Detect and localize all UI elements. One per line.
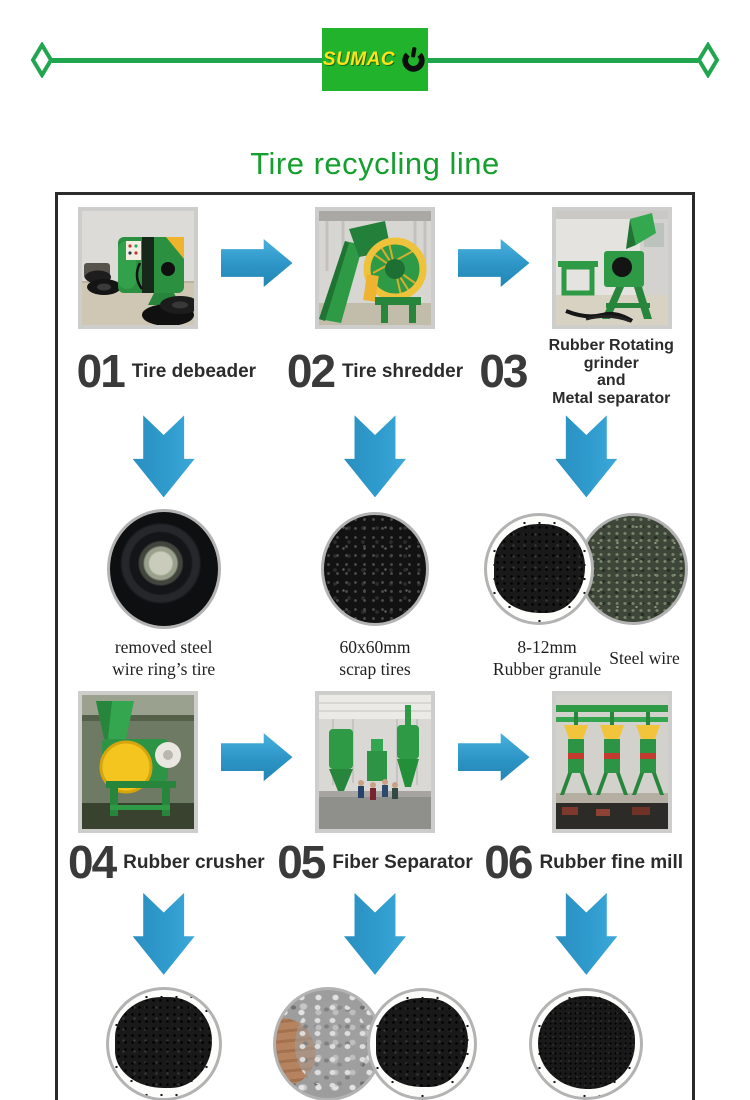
rubber-granule-photo bbox=[484, 513, 595, 626]
down-arrow-icon bbox=[343, 892, 406, 975]
down-arrows-row-1 bbox=[58, 407, 692, 499]
tire-shredder-photo bbox=[315, 207, 435, 329]
machines-row-1 bbox=[58, 207, 692, 329]
tire-shredder-illustration bbox=[319, 211, 431, 325]
step-number: 03 bbox=[479, 345, 528, 398]
step-number: 04 bbox=[68, 836, 117, 889]
product-caption: 8-12mm Rubber granule bbox=[492, 637, 602, 680]
fiber-separator-illustration bbox=[319, 695, 431, 830]
powder-pile bbox=[537, 996, 635, 1090]
labels-row-2: 04 Rubber crusher 05 Fiber Separator 06 … bbox=[58, 833, 692, 885]
right-arrow-icon bbox=[457, 239, 530, 287]
rubber-crusher-photo bbox=[78, 691, 198, 834]
rubber-crusher-illustration bbox=[82, 695, 194, 830]
right-arrow-icon bbox=[220, 239, 293, 287]
fiber-photo bbox=[272, 986, 383, 1100]
tire-debeader-illustration bbox=[82, 211, 200, 326]
down-arrow-icon bbox=[555, 415, 618, 498]
down-arrow-icon bbox=[343, 415, 406, 498]
sumac-logo: SUMAC bbox=[322, 28, 428, 91]
debeaded-tire-photo bbox=[106, 509, 221, 630]
step-number: 01 bbox=[76, 345, 126, 398]
granule-and-wire-photos bbox=[484, 513, 689, 626]
rotating-grinder-photo bbox=[552, 207, 672, 329]
product-caption: 60x60mm scrap tires bbox=[339, 637, 411, 680]
down-arrows-row-2 bbox=[58, 885, 692, 977]
product-caption-pair: 8-12mm Rubber granule Steel wire bbox=[481, 637, 692, 681]
step-label-01: 01 Tire debeader bbox=[62, 345, 271, 398]
diamond-icon bbox=[30, 42, 54, 78]
rotating-grinder-illustration bbox=[556, 211, 668, 325]
granule-pile bbox=[376, 998, 468, 1088]
clean-rubber-granule-photo bbox=[366, 987, 477, 1100]
step-label-03: 03 Rubber Rotating grinder and Metal sep… bbox=[479, 337, 688, 407]
step-label-06: 06 Rubber fine mill bbox=[479, 836, 688, 889]
right-arrow-icon bbox=[220, 733, 293, 782]
step-number: 05 bbox=[277, 836, 326, 889]
diamond-icon bbox=[696, 42, 720, 78]
step-name: Tire shredder bbox=[342, 360, 464, 382]
step-name: Rubber fine mill bbox=[539, 851, 684, 873]
machines-row-2 bbox=[58, 691, 692, 834]
granule-pile bbox=[115, 997, 213, 1089]
product-caption: removed steel wire ring’s tire bbox=[112, 637, 216, 680]
granule-pile bbox=[493, 523, 586, 613]
step-number: 06 bbox=[484, 836, 533, 889]
step-label-02: 02 Tire shredder bbox=[271, 345, 480, 398]
steel-wire-photo bbox=[578, 513, 689, 626]
step-name: Tire debeader bbox=[131, 360, 257, 382]
down-arrow-icon bbox=[132, 415, 195, 498]
products-row-2 bbox=[58, 977, 692, 1100]
tire-debeader-photo bbox=[78, 207, 200, 329]
products-row-1 bbox=[58, 499, 692, 631]
fiber-separator-photo bbox=[315, 691, 435, 834]
rubber-fine-mill-illustration bbox=[556, 695, 668, 830]
page-title: Tire recycling line bbox=[250, 146, 500, 181]
step-label-05: 05 Fiber Separator bbox=[271, 836, 480, 889]
fiber-and-clean-granule-photos bbox=[272, 986, 477, 1100]
down-arrow-icon bbox=[555, 892, 618, 975]
captions-row-1: removed steel wire ring’s tire 60x60mm s… bbox=[58, 631, 692, 691]
step-label-04: 04 Rubber crusher bbox=[62, 836, 271, 889]
process-flow-box: 01 Tire debeader 02 Tire shredder 03 Rub… bbox=[55, 192, 695, 1100]
product-caption: Steel wire bbox=[609, 648, 680, 669]
fiber-fluff bbox=[294, 1000, 368, 1087]
step-name: Fiber Separator bbox=[332, 851, 473, 873]
rubber-fine-mill-photo bbox=[552, 691, 672, 834]
step-name: Rubber crusher bbox=[123, 851, 265, 873]
rubber-powder-photo bbox=[529, 987, 644, 1100]
down-arrow-icon bbox=[132, 892, 195, 975]
step-number: 02 bbox=[286, 345, 336, 398]
header: SUMAC bbox=[0, 0, 750, 122]
right-arrow-icon bbox=[457, 733, 530, 782]
step-name: Rubber Rotating grinder and Metal separa… bbox=[548, 337, 674, 407]
logo-text: SUMAC bbox=[322, 48, 396, 70]
rubber-granule-photo bbox=[105, 986, 222, 1100]
labels-row-1: 01 Tire debeader 02 Tire shredder 03 Rub… bbox=[58, 329, 692, 407]
scrap-tires-photo bbox=[320, 512, 429, 627]
power-icon bbox=[402, 47, 425, 72]
